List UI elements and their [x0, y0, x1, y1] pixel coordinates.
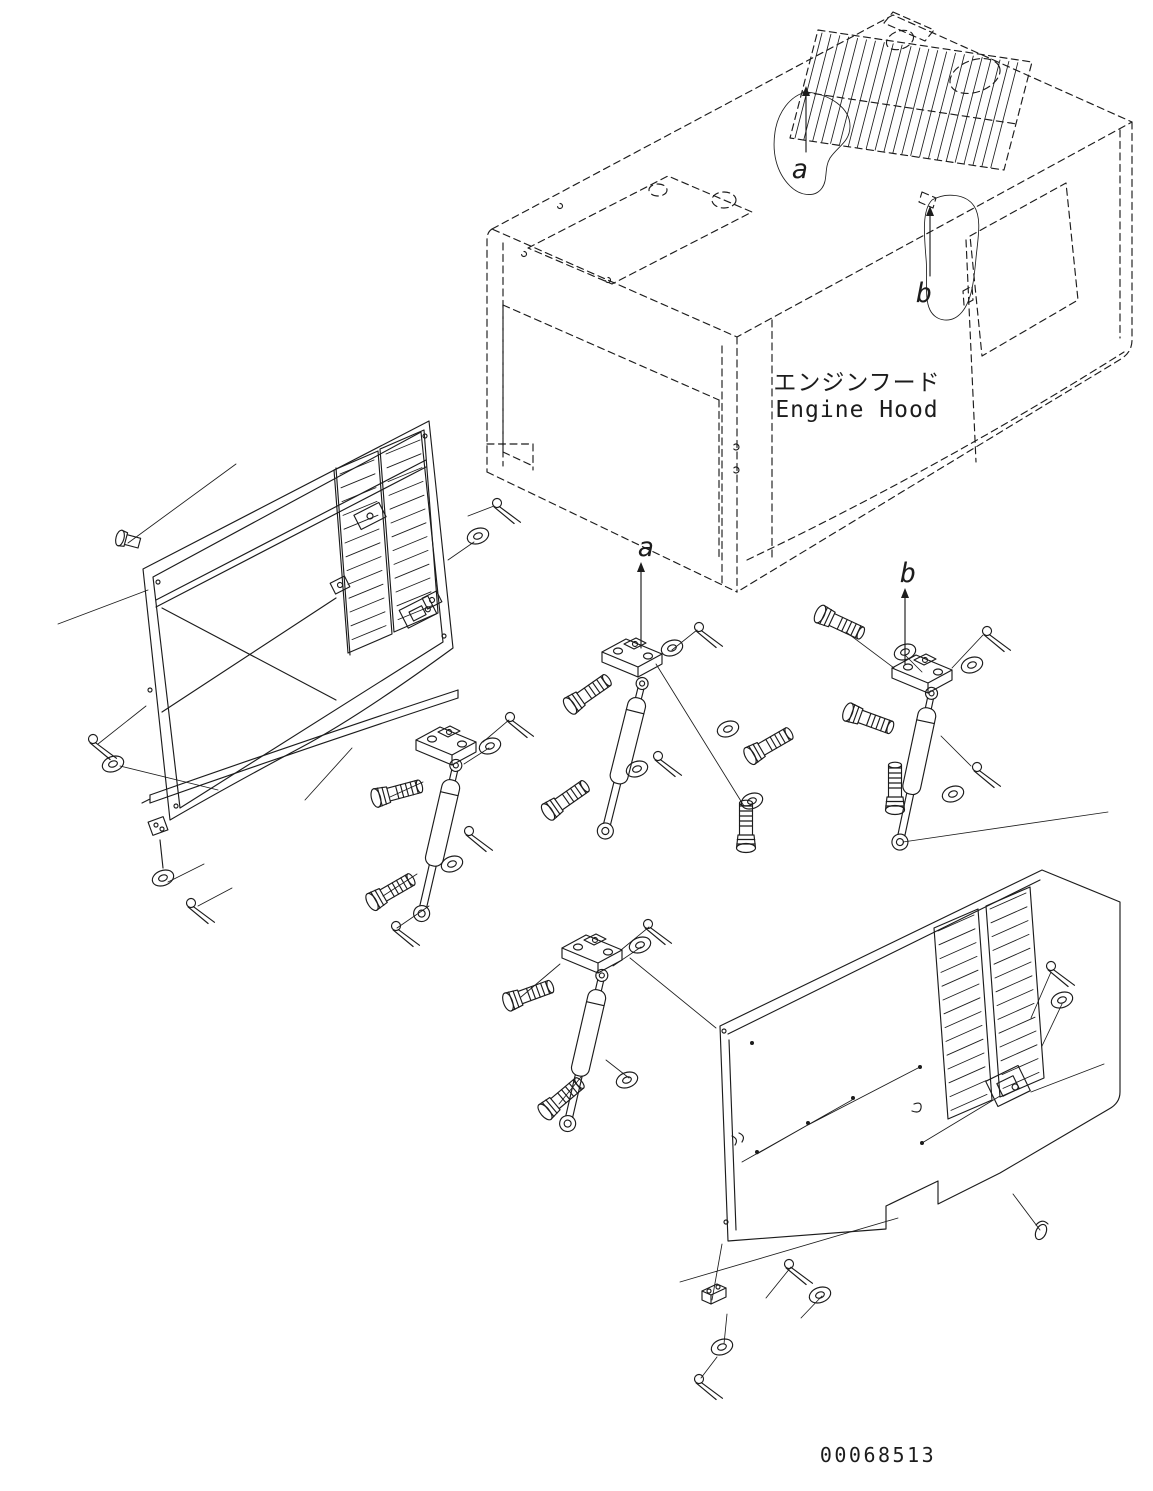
- gas-spring-left: [410, 756, 467, 924]
- engine-hood-outline: [486, 11, 1133, 593]
- left-side-panel: [142, 420, 454, 821]
- right-panel-latch: [985, 1064, 1031, 1108]
- gas-spring-b: [888, 685, 943, 853]
- clip-detail: [911, 1102, 922, 1113]
- callout-arrows: [637, 86, 934, 665]
- hood-title-japanese: エンジンフード: [773, 370, 940, 396]
- hood-grille-frame: [789, 29, 1033, 171]
- callout-b-top-label: b: [916, 278, 932, 309]
- mounting-bracket-bottom: [701, 1283, 727, 1305]
- panel-hinge-lower: [421, 590, 443, 610]
- left-panel-louvers-2: [385, 439, 433, 621]
- hood-top-access-panel: [527, 175, 753, 285]
- hood-title-english: Engine Hood: [775, 397, 938, 423]
- panel-hinge-upper: [329, 575, 351, 595]
- arrowhead-b-mid: [901, 588, 909, 598]
- strip-bracket: [147, 816, 169, 836]
- arrowhead-b-top: [926, 206, 934, 216]
- callout-a-top-label: a: [792, 154, 808, 185]
- hood-hole-contours: [773, 91, 980, 321]
- left-panel-louvers: [339, 459, 387, 641]
- hinge-bracket-left: [415, 725, 477, 766]
- panel-x-brace: [161, 597, 337, 713]
- drawing-number: 00068513: [820, 1443, 936, 1467]
- panel-latch: [398, 595, 438, 629]
- hood-grille-louvers: [794, 32, 1019, 169]
- callout-b-mid-label: b: [900, 558, 916, 589]
- gas-spring-a: [594, 674, 653, 842]
- gas-spring-assemblies: [410, 637, 953, 1134]
- plug: [1034, 1220, 1049, 1241]
- callout-a-mid-label: a: [638, 532, 654, 563]
- right-panel-louvers-2: [989, 892, 1040, 1089]
- arrowhead-a-top: [802, 86, 810, 96]
- bottom-mount-hardware: [701, 1220, 1049, 1305]
- arrowhead-a-mid: [637, 562, 645, 572]
- hood-side-door: [969, 182, 1079, 357]
- gas-spring-lower: [556, 966, 613, 1134]
- spring-rail: [155, 459, 427, 608]
- hinge-bracket-lower: [561, 933, 623, 974]
- leader-lines: [57, 463, 1109, 1379]
- lower-seal-strip: [141, 689, 459, 869]
- clip-detail-2: [731, 1132, 745, 1146]
- rail-bracket: [353, 501, 387, 531]
- right-panel-louvers: [937, 914, 988, 1111]
- hinge-bracket-a: [601, 637, 663, 678]
- right-side-panel: [719, 869, 1121, 1242]
